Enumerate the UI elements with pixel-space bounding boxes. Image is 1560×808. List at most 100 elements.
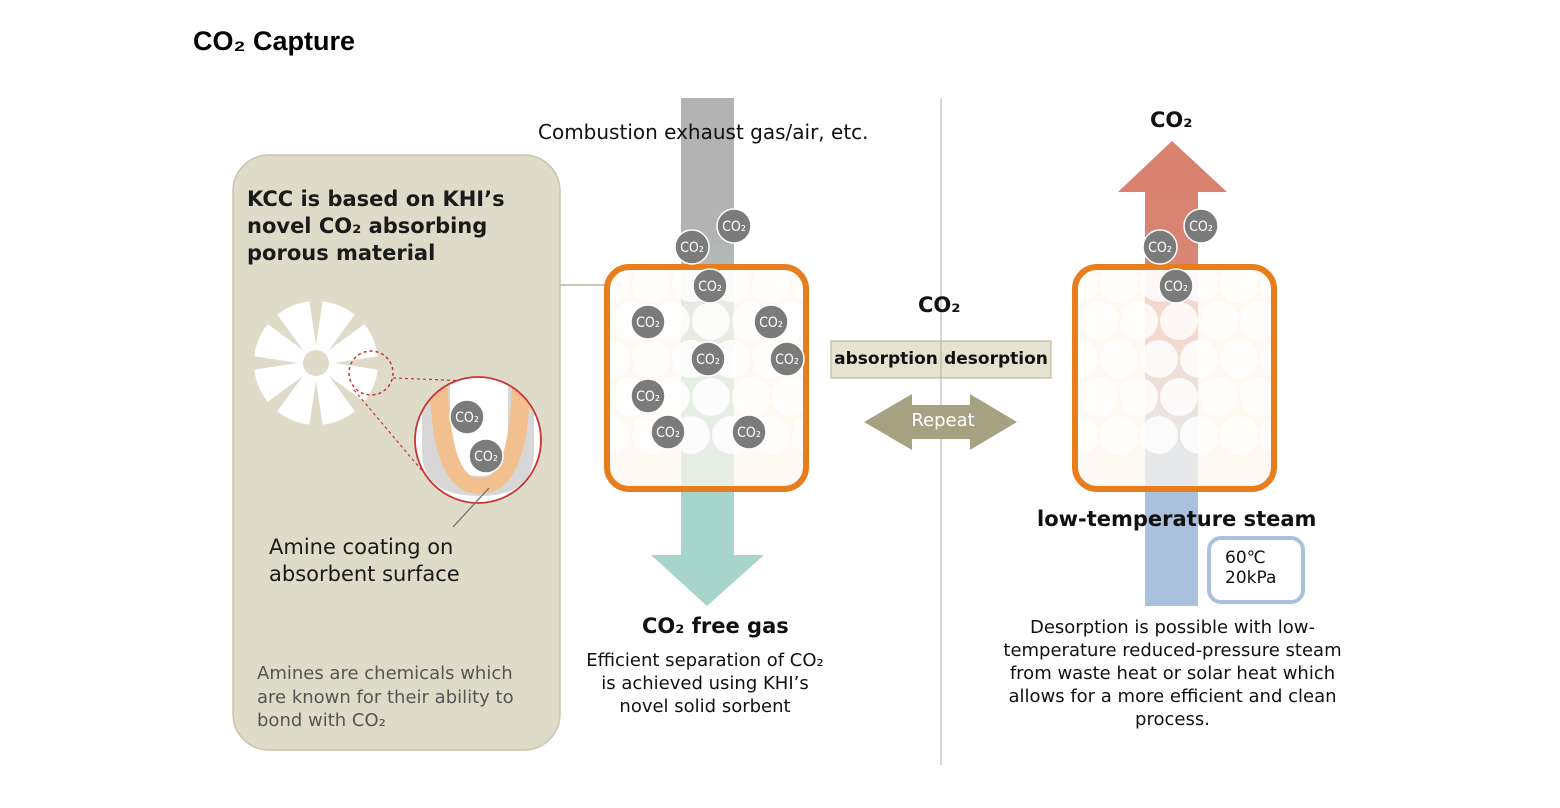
sorbent-pore (1100, 340, 1138, 378)
desorption-label: desorption (944, 349, 1048, 369)
middle-co2-label: CO₂ (918, 293, 961, 317)
co2-molecule-icon: CO₂ (1183, 208, 1219, 244)
sorbent-pore (607, 267, 630, 302)
co2-molecule-label: CO₂ (737, 425, 761, 441)
sorbent-pore (1240, 378, 1274, 416)
sorbent-pore (732, 378, 770, 416)
porous-particle-icon (249, 296, 383, 430)
sorbent-pore (1140, 416, 1178, 454)
co2-molecule-label: CO₂ (1189, 219, 1213, 235)
co2-outlet-label: CO₂ (1150, 108, 1193, 132)
steam-conditions: 60℃ 20kPa (1225, 548, 1277, 588)
steam-label: low-temperature steam (1037, 507, 1317, 531)
sorbent-pore (1260, 416, 1274, 454)
sorbent-pore (1120, 302, 1158, 340)
sorbent-pore (632, 267, 670, 302)
page-title: CO₂ Capture (193, 26, 356, 56)
sorbent-pore (1200, 378, 1238, 416)
absorption-description: Efficient separation of CO₂ is achieved … (586, 650, 824, 717)
co2-molecule-label: CO₂ (636, 389, 660, 405)
sorbent-pore (1075, 416, 1098, 454)
zoom-guide-line (353, 389, 425, 474)
inlet-gas-label: Combustion exhaust gas/air, etc. (538, 120, 869, 144)
co2-molecule-icon: CO₂ (630, 378, 666, 414)
sorbent-pore (692, 302, 730, 340)
absorption-tab (830, 340, 942, 379)
sorbent-pore (607, 340, 630, 378)
co2-molecule-icon: CO₂ (716, 208, 752, 244)
sorbent-pore (607, 416, 630, 454)
clean-gas-label: CO₂ free gas (642, 614, 789, 638)
sorbent-pore (632, 340, 670, 378)
sorbent-pore (1220, 416, 1258, 454)
sorbent-pore (692, 378, 730, 416)
sorbent-pore (1280, 302, 1318, 340)
sorbent-pore (752, 267, 790, 302)
co2-molecule-icon: CO₂ (690, 341, 726, 377)
steam-conditions-box (1207, 536, 1305, 604)
co2-molecule-icon: CO₂ (650, 414, 686, 450)
sorbent-pore (812, 302, 850, 340)
co2-molecule-icon: CO₂ (449, 399, 485, 435)
co2-molecule-label: CO₂ (474, 449, 498, 465)
clean-gas-arrow-icon (651, 555, 764, 606)
co2-molecule-label: CO₂ (656, 425, 680, 441)
sorbent-pore (1160, 378, 1198, 416)
co2-molecule-icon: CO₂ (674, 229, 710, 265)
co2-molecule-icon: CO₂ (1158, 268, 1194, 304)
sorbent-pore (1075, 340, 1098, 378)
sorbent-pore (1180, 416, 1218, 454)
co2-molecule-icon: CO₂ (468, 438, 504, 474)
co2-molecule-label: CO₂ (759, 315, 783, 331)
co2-outlet-arrow-icon (1118, 141, 1227, 192)
sorbent-pore (772, 378, 806, 416)
sorbent-pore (1075, 267, 1098, 302)
repeat-arrow-icon (864, 394, 1017, 450)
sorbent-pore (1180, 340, 1218, 378)
desorption-tab (940, 340, 1052, 379)
sorbent-pore (1220, 267, 1258, 302)
co2-molecule-icon: CO₂ (692, 268, 728, 304)
co2-molecule-icon: CO₂ (753, 304, 789, 340)
sorbent-pore (1200, 302, 1238, 340)
coating-pointer-line (452, 487, 490, 528)
co2-molecule-label: CO₂ (636, 315, 660, 331)
sorbent-pore (1100, 267, 1138, 302)
desorption-sorbent-box (1072, 264, 1318, 492)
sorbent-pore (1220, 340, 1258, 378)
co2-molecule-label: CO₂ (698, 279, 722, 295)
sorbent-pore (1260, 340, 1274, 378)
sorbent-pore (1240, 302, 1274, 340)
sorbent-pore (1080, 378, 1118, 416)
co2-molecule-icon: CO₂ (731, 414, 767, 450)
material-heading: KCC is based on KHI’s novel CO₂ absorbin… (247, 187, 505, 265)
co2-molecule-icon: CO₂ (630, 304, 666, 340)
sorbent-pore (792, 416, 806, 454)
coating-label: Amine coating on absorbent surface (269, 535, 460, 586)
sorbent-pore (1080, 302, 1118, 340)
co2-molecule-label: CO₂ (1148, 240, 1172, 256)
zoomed-pore-icon (414, 376, 542, 504)
sorbent-pore (1100, 416, 1138, 454)
sorbent-pore (812, 378, 850, 416)
sorbent-pores-right (1075, 267, 1318, 454)
co2-molecule-label: CO₂ (696, 352, 720, 368)
sorbent-pore (1280, 378, 1318, 416)
repeat-label: Repeat (911, 410, 975, 431)
co2-molecule-label: CO₂ (1164, 279, 1188, 295)
amine-note: Amines are chemicals which are known for… (257, 663, 514, 731)
co2-molecules: CO₂ CO₂ CO₂ CO₂ CO₂ CO₂ CO₂ CO₂ CO₂ CO₂ CO₂ CO₂ CO₂ C… (449, 208, 1219, 474)
sorbent-pore (1140, 340, 1178, 378)
sorbent-pore (1120, 378, 1158, 416)
co2-molecule-label: CO₂ (455, 410, 479, 426)
co2-molecule-label: CO₂ (680, 240, 704, 256)
co2-molecule-icon: CO₂ (769, 341, 805, 377)
desorption-description: Desorption is possible with low-temperat… (1003, 617, 1342, 730)
co2-molecule-label: CO₂ (775, 352, 799, 368)
sorbent-pore (1160, 302, 1198, 340)
co2-molecule-icon: CO₂ (1142, 229, 1178, 265)
absorption-label: absorption (834, 349, 938, 369)
zoom-marker (348, 350, 394, 396)
co2-molecule-label: CO₂ (722, 219, 746, 235)
